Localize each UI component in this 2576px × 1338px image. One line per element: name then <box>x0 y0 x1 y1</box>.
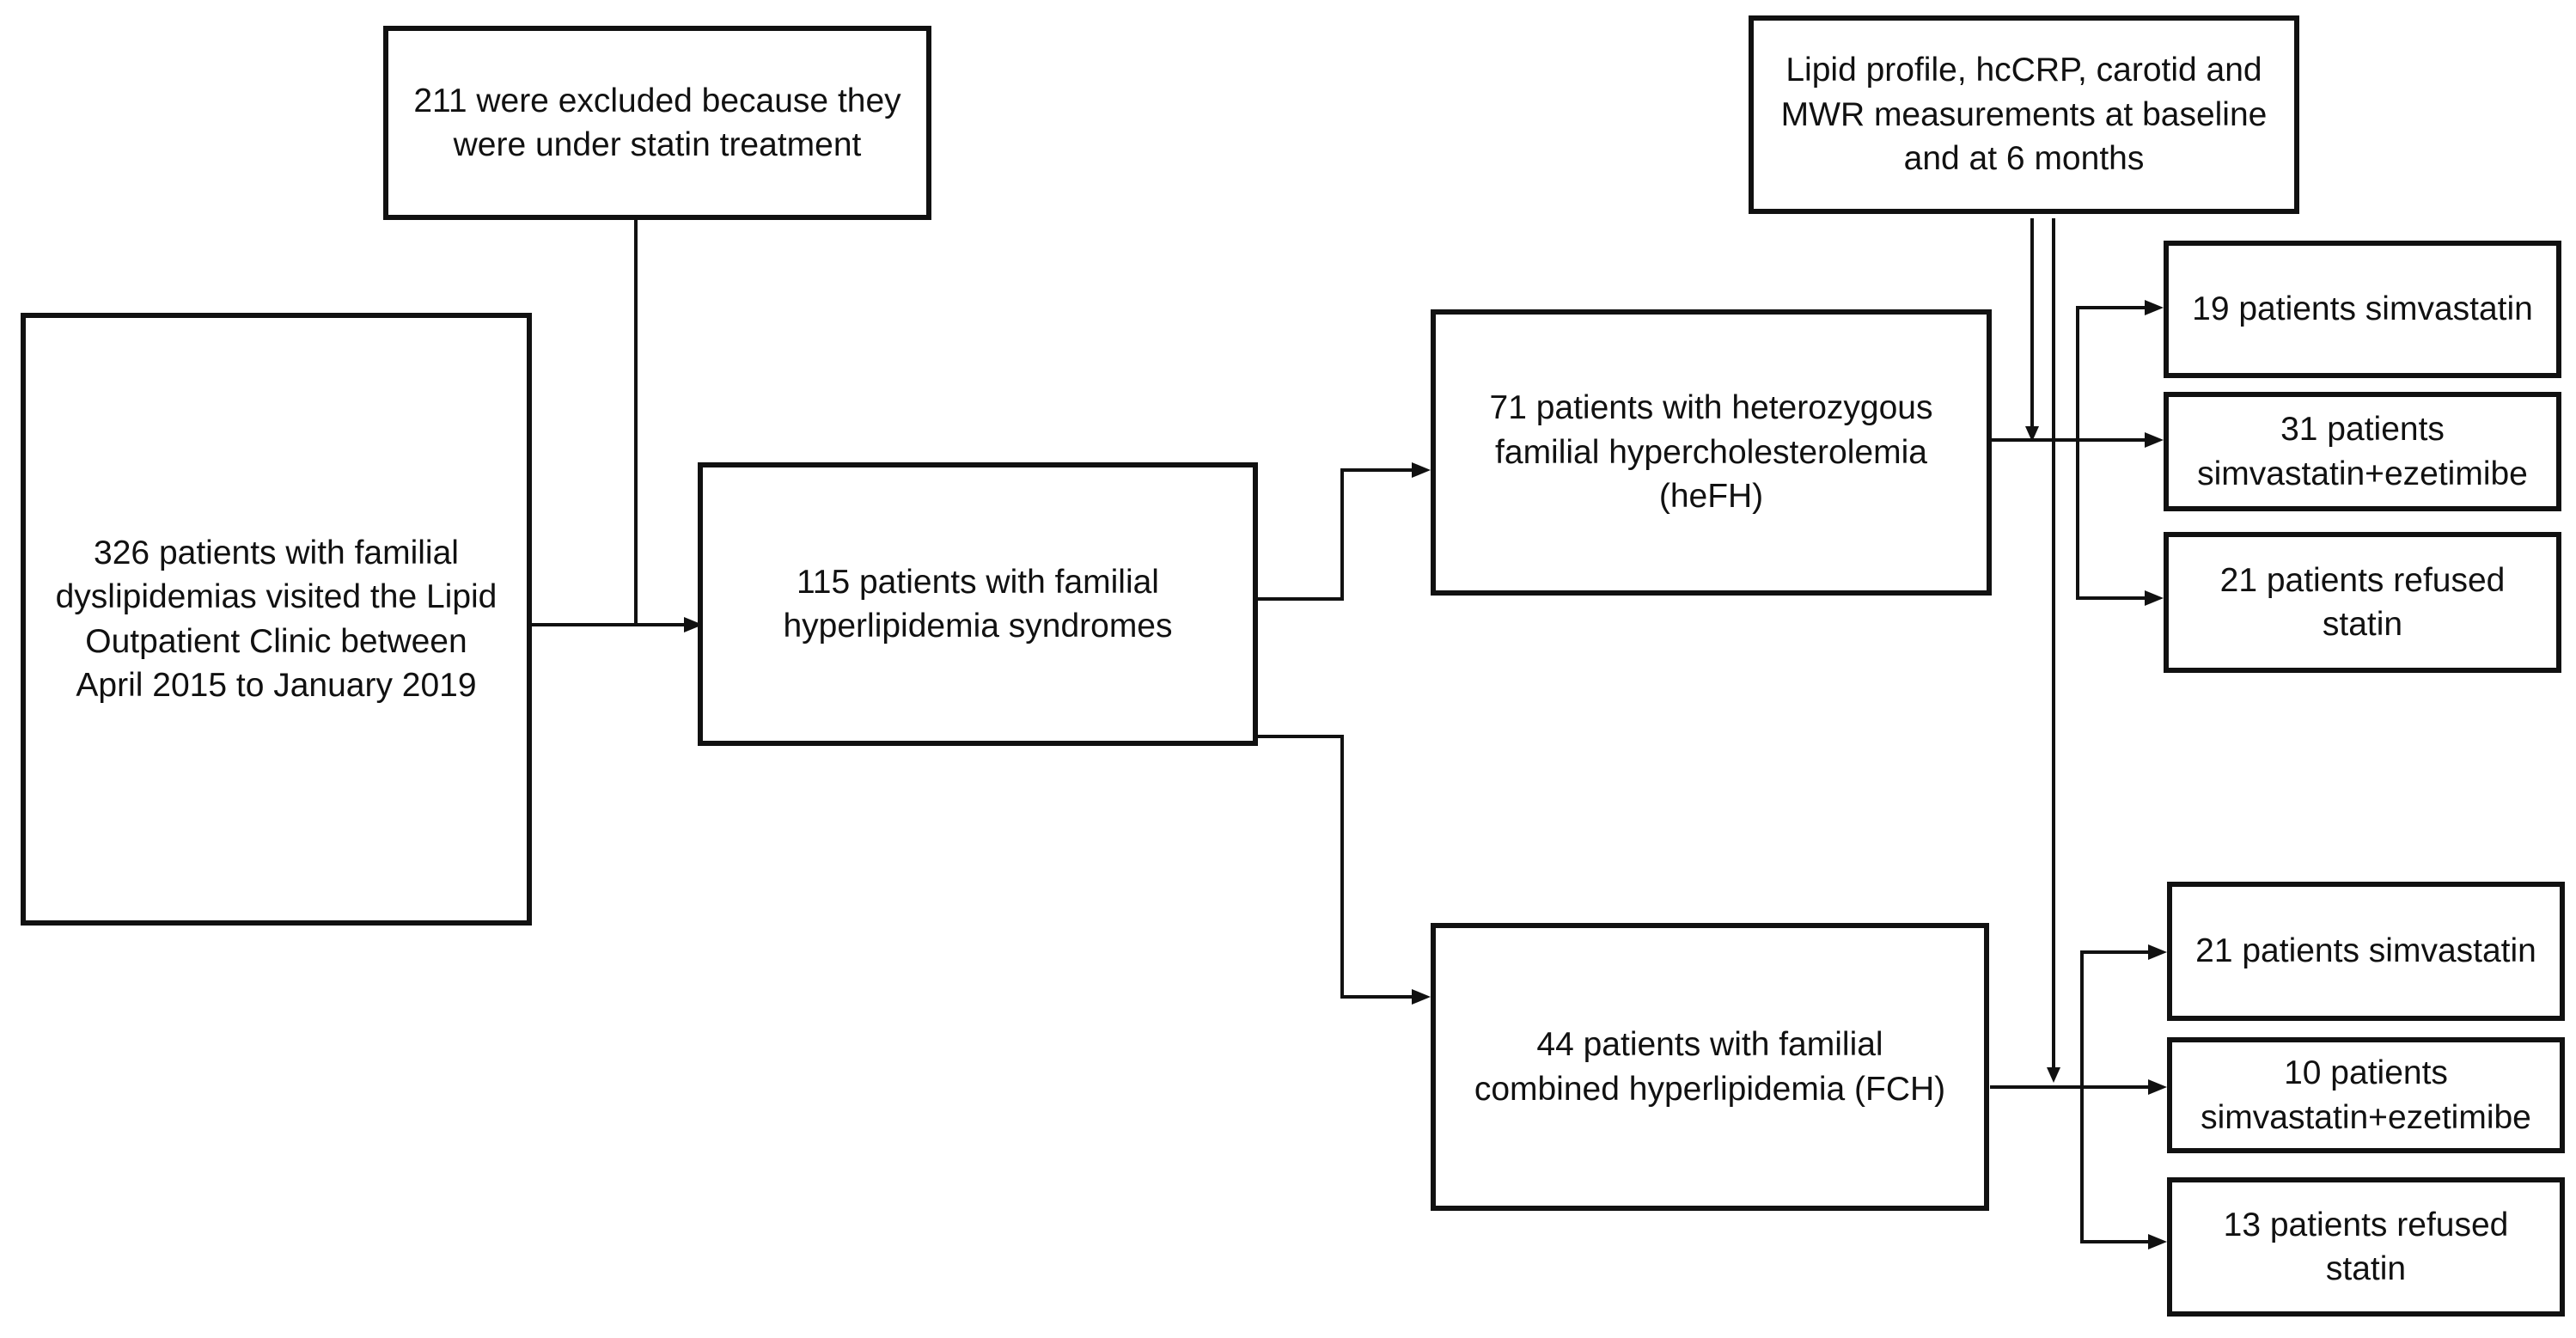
fch-simvastatin-box: 21 patients simvastatin <box>2167 882 2565 1021</box>
hefh-simvastatin-ezetimibe-box: 31 patients simvastatin+ezetimibe <box>2164 392 2561 511</box>
fch-simvastatin-text: 21 patients simvastatin <box>2195 932 2536 970</box>
arrowhead-fch <box>1412 989 1431 1005</box>
measurements-box: Lipid profile, hcCRP, carotid and MWR me… <box>1749 15 2299 214</box>
fch-refused-text: 13 patients refused statin <box>2223 1206 2509 1287</box>
syndromes-box: 115 patients with familial hyperlipidemi… <box>698 462 1258 746</box>
fch-refused-box: 13 patients refused statin <box>2167 1177 2565 1317</box>
fch-simvastatin-ezetimibe-text: 10 patients simvastatin+ezetimibe <box>2201 1054 2531 1136</box>
arrowhead-hefh <box>1412 462 1431 478</box>
hefh-box: 71 patients with heterozygous familial h… <box>1431 309 1992 596</box>
arrowhead-fch-refused <box>2148 1234 2167 1249</box>
fch-text: 44 patients with familial combined hyper… <box>1474 1026 1946 1108</box>
visited-text: 326 patients with familial dyslipidemias… <box>55 534 497 704</box>
arrowhead-measurements-hefh <box>2025 426 2039 442</box>
hefh-simvastatin-box: 19 patients simvastatin <box>2164 241 2561 378</box>
hefh-refused-box: 21 patients refused statin <box>2164 532 2561 673</box>
fch-box: 44 patients with familial combined hyper… <box>1431 923 1989 1211</box>
arrowhead-fch-simva <box>2148 944 2167 960</box>
arrowhead-measurements-fch <box>2047 1067 2060 1083</box>
connector-hefh-branch <box>2076 306 2146 600</box>
arrowhead-fch-simva-eze <box>2148 1079 2167 1095</box>
hefh-refused-text: 21 patients refused statin <box>2219 561 2506 643</box>
connector-fch-branch <box>2080 950 2150 1243</box>
connector-syndromes-to-fch <box>1256 735 1413 999</box>
measurements-text: Lipid profile, hcCRP, carotid and MWR me… <box>1780 52 2268 178</box>
excluded-text: 211 were excluded because they were unde… <box>413 82 901 163</box>
visited-box: 326 patients with familial dyslipidemias… <box>21 313 532 926</box>
arrowhead-hefh-simva-eze <box>2145 432 2164 448</box>
hefh-simvastatin-ezetimibe-text: 31 patients simvastatin+ezetimibe <box>2197 411 2528 492</box>
connector-syndromes-to-hefh <box>1256 468 1413 601</box>
excluded-box: 211 were excluded because they were unde… <box>383 26 931 220</box>
arrowhead-hefh-simva <box>2145 300 2164 315</box>
hefh-text: 71 patients with heterozygous familial h… <box>1489 389 1933 516</box>
arrowhead-hefh-refused <box>2145 590 2164 606</box>
syndromes-text: 115 patients with familial hyperlipidemi… <box>783 563 1173 645</box>
fch-simvastatin-ezetimibe-box: 10 patients simvastatin+ezetimibe <box>2167 1037 2565 1153</box>
arrowhead-syndromes <box>684 617 703 632</box>
hefh-simvastatin-text: 19 patients simvastatin <box>2192 290 2533 328</box>
